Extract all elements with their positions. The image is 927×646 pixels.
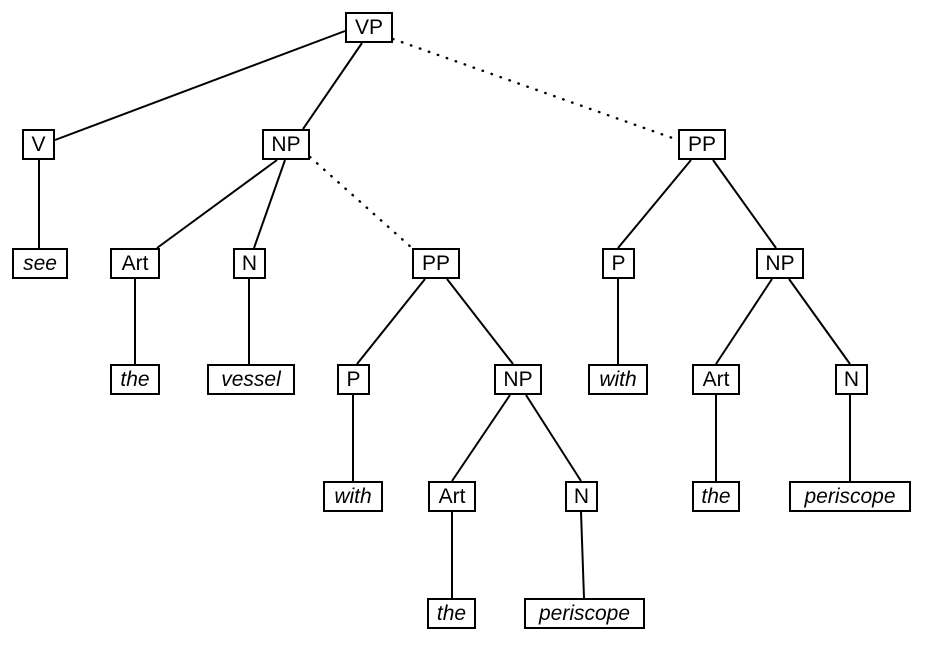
tree-node-art1: Art bbox=[110, 248, 160, 279]
tree-edge-vp-to-pp-right bbox=[391, 37, 680, 142]
tree-node-see: see bbox=[12, 248, 68, 279]
tree-node-pp-right: PP bbox=[678, 129, 726, 160]
tree-edge-np-mid-to-n-mid bbox=[525, 394, 582, 482]
tree-edge-vp-to-v bbox=[54, 30, 346, 141]
tree-edge-np-right-to-art-right bbox=[715, 278, 773, 365]
tree-node-n-mid: N bbox=[565, 481, 598, 512]
tree-edge-pp-mid-to-p-mid bbox=[356, 278, 426, 365]
tree-node-the-mid: the bbox=[427, 598, 476, 629]
tree-node-periscope-mid: periscope bbox=[524, 598, 645, 629]
tree-node-vessel: vessel bbox=[207, 364, 295, 395]
tree-edge-vp-to-np1 bbox=[302, 42, 363, 130]
tree-node-n1: N bbox=[233, 248, 266, 279]
tree-node-periscope-rt: periscope bbox=[789, 481, 911, 512]
tree-edge-n-mid-to-periscope-mid bbox=[580, 511, 585, 599]
tree-node-n-right: N bbox=[835, 364, 868, 395]
tree-node-art-mid: Art bbox=[428, 481, 476, 512]
tree-edge-np1-to-n1 bbox=[253, 159, 286, 249]
tree-node-vp: VP bbox=[345, 12, 393, 43]
tree-node-with-mid: with bbox=[323, 481, 383, 512]
tree-node-with-right: with bbox=[588, 364, 648, 395]
tree-node-np1: NP bbox=[262, 129, 310, 160]
tree-edge-pp-right-to-np-right bbox=[712, 159, 777, 249]
tree-node-the-right: the bbox=[692, 481, 740, 512]
tree-node-np-right: NP bbox=[756, 248, 804, 279]
tree-edge-pp-mid-to-np-mid bbox=[446, 278, 514, 365]
tree-node-art-right: Art bbox=[692, 364, 740, 395]
tree-node-the1: the bbox=[110, 364, 160, 395]
tree-edge-np-mid-to-art-mid bbox=[451, 394, 511, 482]
tree-node-v: V bbox=[22, 129, 55, 160]
tree-node-pp-mid: PP bbox=[412, 248, 460, 279]
tree-edge-pp-right-to-p-right bbox=[617, 159, 692, 249]
tree-node-p-right: P bbox=[602, 248, 635, 279]
tree-node-p-mid: P bbox=[337, 364, 370, 395]
tree-edge-np1-to-pp-mid bbox=[308, 155, 414, 250]
tree-edge-np1-to-art1 bbox=[156, 159, 278, 249]
tree-node-np-mid: NP bbox=[494, 364, 542, 395]
tree-edge-np-right-to-n-right bbox=[788, 278, 851, 365]
